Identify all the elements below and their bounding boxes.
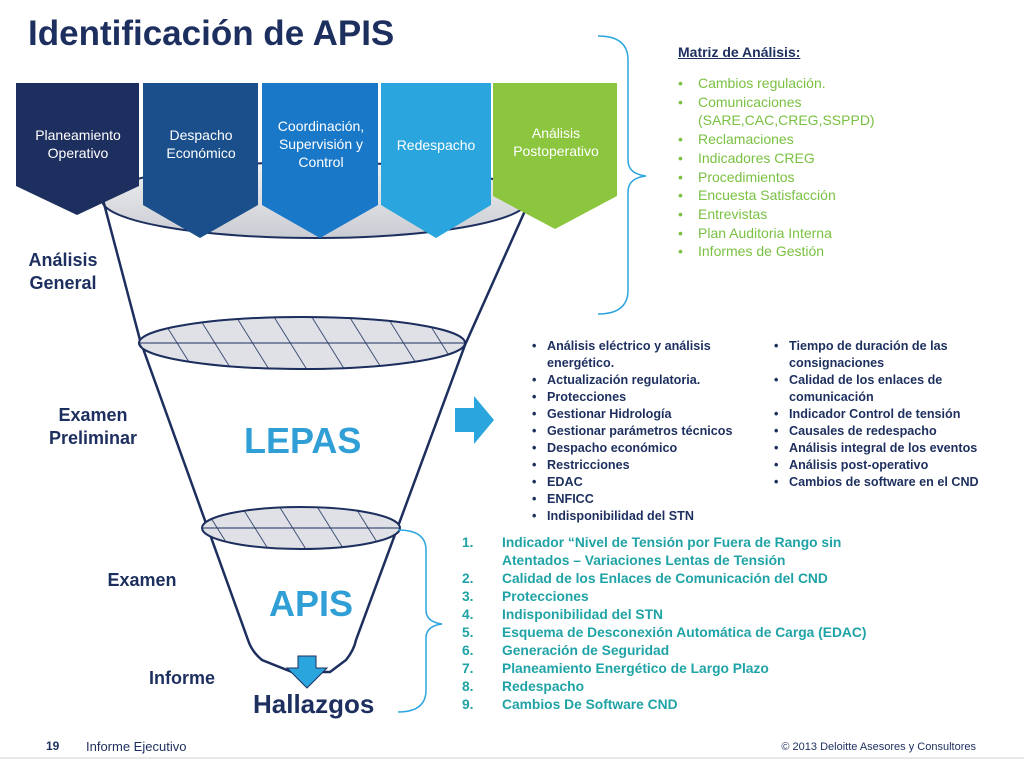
arrow-down-icon [285, 655, 329, 689]
finding-text: Cambios De Software CND [502, 697, 678, 712]
finding-item: 8. Redespacho [462, 678, 1022, 696]
footer-copyright: © 2013 Deloitte Asesores y Consultores [781, 741, 976, 753]
findings-list: 1. Indicador “Nivel de Tensión por Fuera … [462, 534, 1022, 714]
list-item: Protecciones [530, 389, 770, 406]
finding-text: Protecciones [502, 589, 589, 604]
lepas-label: LEPAS [244, 420, 362, 461]
finding-number: 1. [462, 535, 474, 550]
page-number: 19 [46, 739, 60, 753]
footer-document-title: Informe Ejecutivo [86, 739, 187, 754]
matriz-panel: Matriz de Análisis: Cambios regulación. … [678, 44, 1008, 261]
matriz-brace [597, 35, 647, 315]
finding-text: Calidad de los Enlaces de Comunicación d… [502, 571, 828, 586]
list-item: Tiempo de duración de las consignaciones [772, 338, 979, 372]
tab-shape-3 [262, 83, 378, 238]
list-item: Actualización regulatoria. [530, 372, 770, 389]
finding-text: Generación de Seguridad [502, 643, 670, 658]
finding-number: 6. [462, 643, 474, 658]
finding-number: 7. [462, 661, 474, 676]
tab-coordinacion: Coordinación, Supervisión y Control [277, 118, 365, 170]
lepas-list-left: Análisis eléctrico y análisis energético… [530, 338, 770, 525]
list-item: Gestionar parámetros técnicos [530, 423, 770, 440]
list-item: Indisponibilidad del STN [530, 508, 770, 525]
findings-brace [397, 529, 443, 713]
apis-label: APIS [269, 583, 354, 624]
arrow-right-icon [455, 396, 494, 444]
list-item: Calidad de los enlaces de comunicación [772, 372, 979, 406]
finding-item: 5. Esquema de Desconexión Automática de C… [462, 624, 1022, 642]
hallazgos-label: Hallazgos [253, 689, 375, 719]
stage-examen: Examen [107, 570, 177, 590]
finding-text: Redespacho [502, 679, 585, 694]
finding-text: Indicador “Nivel de Tensión por Fuera de… [502, 535, 842, 568]
tab-shape-1 [16, 83, 139, 215]
list-item: Gestionar Hidrología [530, 406, 770, 423]
finding-number: 5. [462, 625, 474, 640]
finding-number: 4. [462, 607, 474, 622]
finding-item: 3. Protecciones [462, 588, 1022, 606]
tab-shape-4 [381, 83, 491, 238]
list-item: Procedimientos [678, 168, 1008, 187]
stage-analisis-general: Análisis General [28, 250, 98, 293]
tab-redespacho: Redespacho [396, 137, 476, 153]
list-item: Entrevistas [678, 205, 1008, 224]
finding-item: 6. Generación de Seguridad [462, 642, 1022, 660]
stage-informe: Informe [148, 668, 215, 688]
finding-text: Esquema de Desconexión Automática de Car… [502, 625, 867, 640]
list-item: Indicadores CREG [678, 149, 1008, 168]
finding-item: 7. Planeamiento Energético de Largo Plazo [462, 660, 1022, 678]
list-item: Análisis eléctrico y análisis energético… [530, 338, 737, 372]
tab-despacho-economico: Despacho Económico [166, 127, 236, 161]
list-item: Análisis integral de los eventos [772, 440, 1017, 457]
finding-number: 9. [462, 697, 474, 712]
finding-number: 3. [462, 589, 474, 604]
finding-number: 2. [462, 571, 474, 586]
matriz-title: Matriz de Análisis: [678, 44, 801, 60]
tab-shape-5 [493, 83, 617, 229]
finding-text: Planeamiento Energético de Largo Plazo [502, 661, 769, 676]
tab-analisis-postoperativo: Análisis Postoperativo [513, 125, 599, 159]
list-item: Comunicaciones (SARE,CAC,CREG,SSPPD) [678, 93, 898, 130]
stage-examen-preliminar: Examen Preliminar [48, 405, 138, 448]
stage-tabs [16, 83, 617, 238]
list-item: EDAC [530, 474, 770, 491]
list-item: Cambios regulación. [678, 74, 1008, 93]
list-item: Análisis post-operativo [772, 457, 1017, 474]
list-item: Indicador Control de tensión [772, 406, 1017, 423]
finding-item: 1. Indicador “Nivel de Tensión por Fuera … [462, 534, 1022, 570]
tab-shape-2 [143, 83, 258, 238]
matriz-list: Cambios regulación. Comunicaciones (SARE… [678, 74, 1008, 261]
list-item: Reclamaciones [678, 130, 1008, 149]
finding-item: 2. Calidad de los Enlaces de Comunicación… [462, 570, 1022, 588]
finding-item: 4. Indisponibilidad del STN [462, 606, 1022, 624]
list-item: Encuesta Satisfacción [678, 186, 1008, 205]
list-item: Informes de Gestión [678, 242, 1008, 261]
page-title: Identificación de APIS [28, 14, 395, 53]
list-item: Despacho económico [530, 440, 770, 457]
list-item: Causales de redespacho [772, 423, 1017, 440]
list-item: Plan Auditoria Interna [678, 224, 1008, 243]
list-item: ENFICC [530, 491, 770, 508]
finding-text: Indisponibilidad del STN [502, 607, 663, 622]
finding-number: 8. [462, 679, 474, 694]
list-item: Cambios de software en el CND [772, 474, 1017, 491]
tab-planeamiento-operativo: Planeamiento Operativo [35, 127, 121, 161]
list-item: Restricciones [530, 457, 770, 474]
finding-item: 9. Cambios De Software CND [462, 696, 1022, 714]
lepas-list-right: Tiempo de duración de las consignaciones… [772, 338, 1017, 491]
